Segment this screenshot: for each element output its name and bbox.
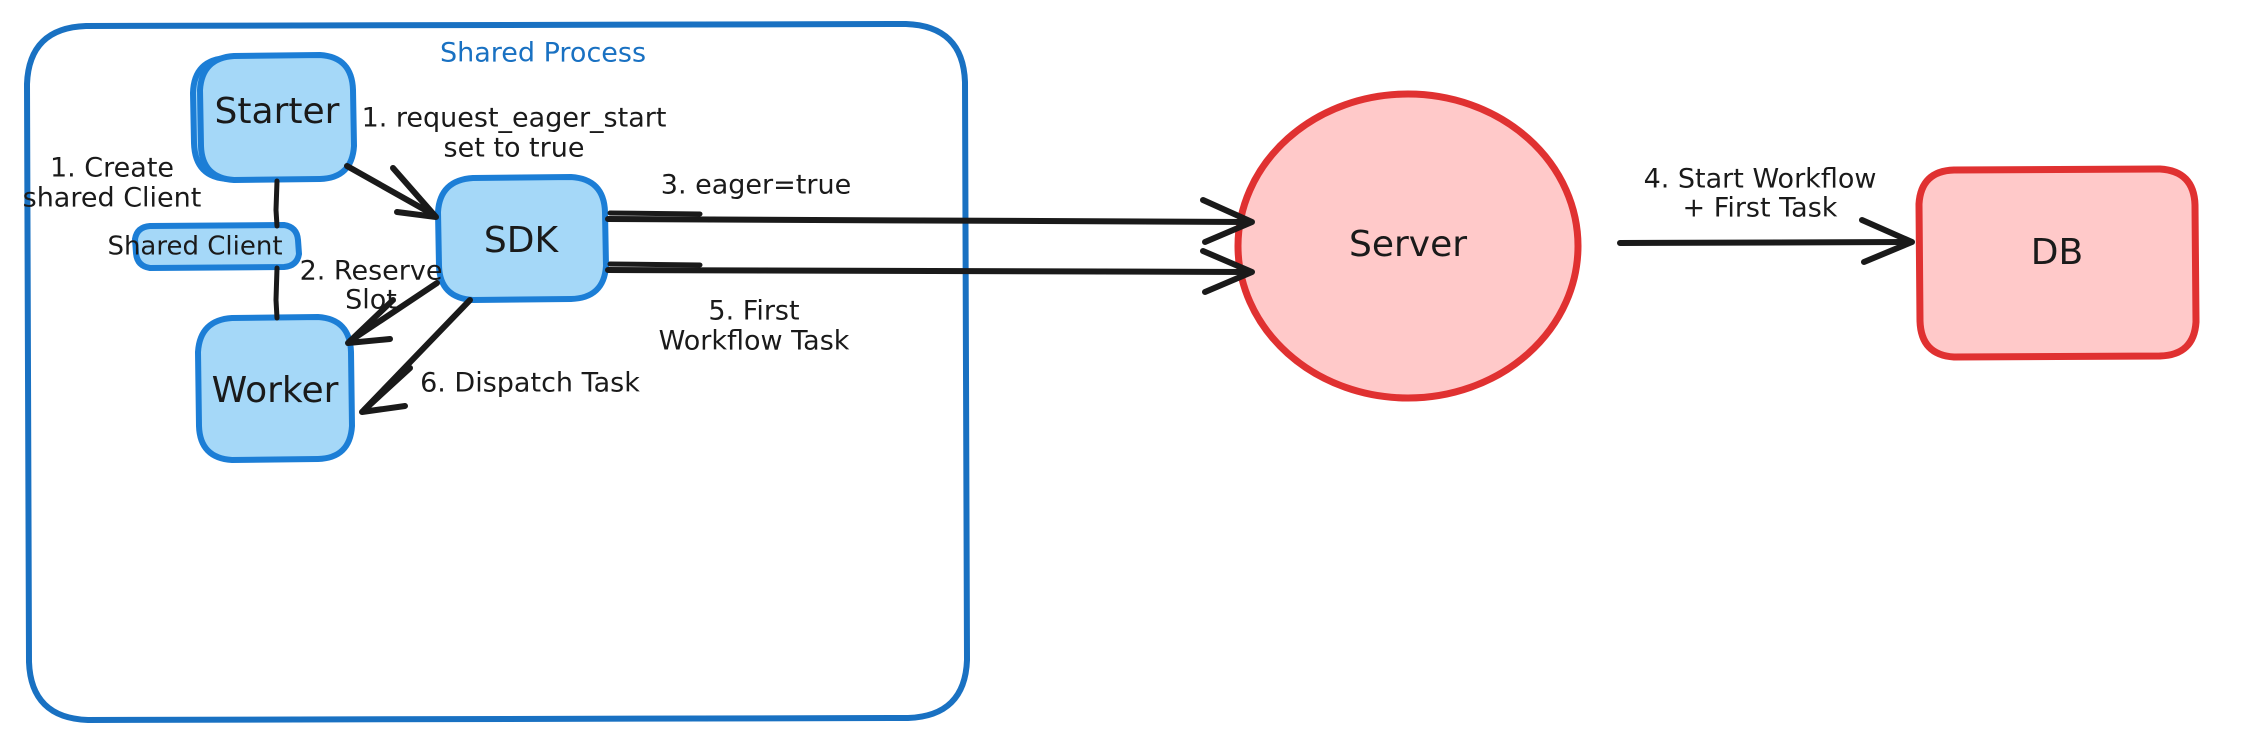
edge-label-eager-true: 3. eager=true bbox=[661, 170, 851, 201]
shared-process-container bbox=[24, 21, 970, 723]
edge-starter-shared-client bbox=[273, 178, 280, 229]
server-node-shape[interactable] bbox=[1234, 90, 1582, 402]
shared-process-label: Shared Process bbox=[440, 38, 646, 69]
server-label: Server bbox=[1349, 224, 1467, 265]
starter-node-shape[interactable] bbox=[197, 52, 357, 183]
edge-label-create-shared-client-line2: shared Client bbox=[23, 183, 202, 214]
edge-sdk-server-first-task-arrowhead bbox=[1200, 248, 1255, 295]
starter-label: Starter bbox=[215, 91, 340, 132]
edge-label-first-workflow-task-line2: Workflow Task bbox=[659, 326, 850, 357]
edge-sdk-server-eager-line bbox=[605, 216, 1251, 225]
edge-server-db-arrowhead bbox=[1859, 217, 1915, 265]
worker-node-shape[interactable] bbox=[195, 314, 355, 463]
edge-label-reserve-slot-line2: Slot bbox=[345, 285, 397, 316]
edge-sdk-server-eager-line-2 bbox=[607, 210, 703, 217]
edge-label-reserve-slot-line1: 2. Reserve bbox=[300, 256, 443, 287]
edge-starter-sdk-line bbox=[344, 163, 437, 218]
edge-starter-sdk-arrowhead bbox=[390, 165, 439, 220]
edge-label-dispatch-task: 6. Dispatch Task bbox=[420, 368, 640, 399]
edge-label-first-workflow-task-line1: 5. First bbox=[708, 296, 799, 327]
sdk-label: SDK bbox=[484, 220, 560, 261]
sdk-node-shape[interactable] bbox=[435, 174, 609, 303]
worker-label: Worker bbox=[212, 370, 339, 411]
edge-sdk-worker-dispatch-arrowhead bbox=[359, 365, 413, 415]
db-node-shape[interactable] bbox=[1915, 165, 2200, 361]
edge-label-start-workflow-line2: + First Task bbox=[1683, 193, 1838, 224]
edge-label-create-shared-client-line1: 1. Create bbox=[50, 153, 174, 184]
edge-sdk-server-first-task-line bbox=[605, 267, 1251, 275]
shared-client-node-shape[interactable] bbox=[132, 222, 302, 271]
edge-shared-client-worker bbox=[273, 265, 280, 321]
edge-sdk-server-first-task-line-2 bbox=[607, 261, 703, 268]
edge-sdk-worker-reserve-arrowhead bbox=[345, 297, 396, 346]
edge-label-request-eager-start-line2: set to true bbox=[444, 133, 585, 164]
edge-server-db-line bbox=[1617, 239, 1911, 246]
db-label: DB bbox=[2031, 232, 2083, 273]
edge-label-start-workflow-line1: 4. Start Workflow bbox=[1644, 164, 1877, 195]
edge-label-request-eager-start-line1: 1. request_eager_start bbox=[362, 103, 667, 134]
shared-client-label: Shared Client bbox=[107, 232, 282, 262]
edge-sdk-server-eager-arrowhead bbox=[1200, 197, 1255, 245]
